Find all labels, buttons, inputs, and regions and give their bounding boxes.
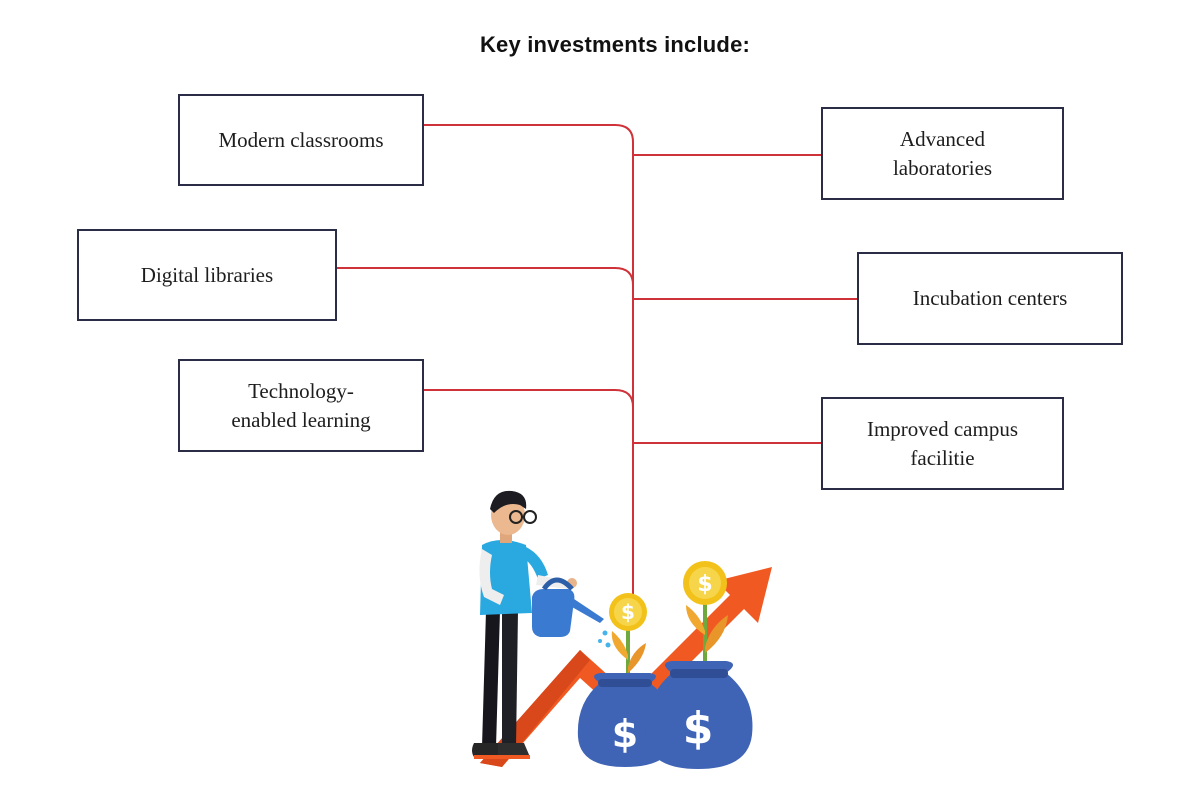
connector-technology-learning [423,389,634,408]
investment-label: Modern classrooms [218,127,384,152]
coin-dollar-symbol: $ [697,572,712,597]
investment-box-technology-learning: Technology-enabled learning [178,359,424,452]
diagram-title: Key investments include: [479,32,751,57]
bag-dollar-symbol: $ [612,712,638,756]
money-bag-icon: $ [645,661,753,769]
investment-label: Digital libraries [140,262,274,287]
coin-dollar-symbol: $ [621,600,635,624]
investment-label: Technology-enabled learning [231,378,371,432]
investment-box-incubation-centers: Incubation centers [857,252,1123,345]
dollar-coin-plant-icon: $ [683,561,728,670]
person-watering-icon [472,490,577,759]
investment-label: Incubation centers [912,286,1068,310]
connector-modern-classrooms [423,124,634,143]
bag-dollar-symbol: $ [683,703,714,754]
investment-box-digital-libraries: Digital libraries [77,229,337,321]
investment-growth-illustration: $ $ $ $ [472,490,772,769]
watering-can-icon [532,577,611,648]
investment-box-modern-classrooms: Modern classrooms [178,94,424,186]
dollar-coin-plant-icon: $ [609,593,647,685]
connector-digital-libraries [336,267,634,286]
